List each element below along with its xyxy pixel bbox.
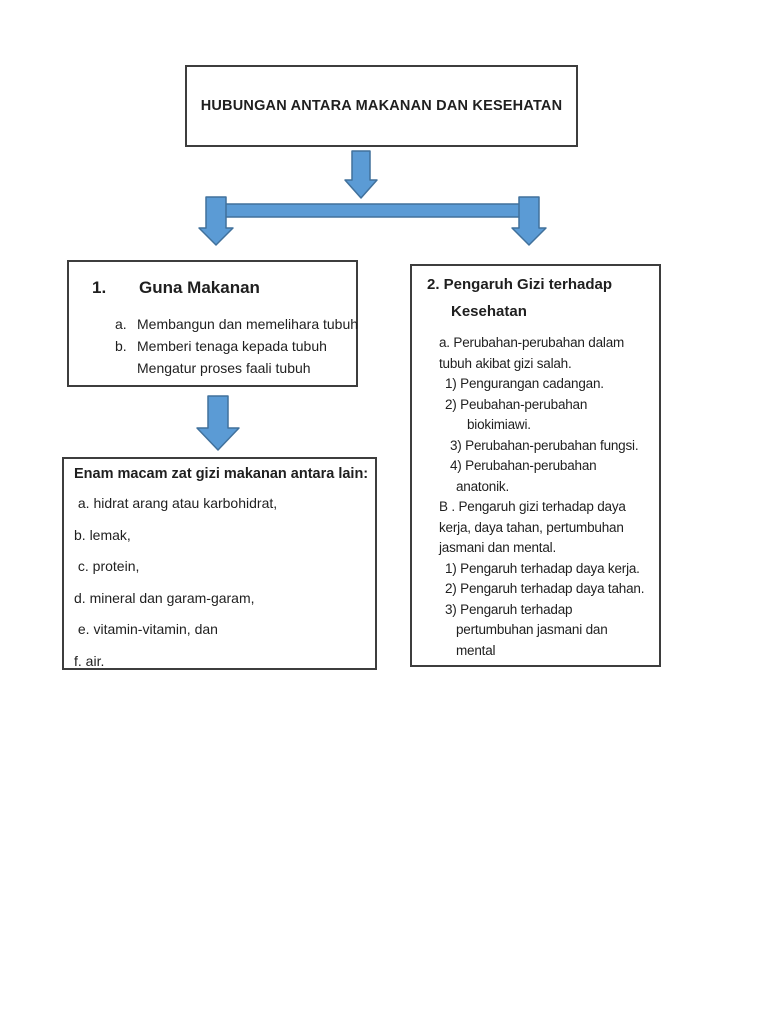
guna-makanan-list: a. Membangun dan memelihara tubuh b. Mem…: [115, 313, 359, 379]
body-line: pertumbuhan jasmani dan: [456, 622, 608, 637]
body-line: tubuh akibat gizi salah.: [439, 355, 572, 371]
body-line: 2) Peubahan-perubahan: [445, 396, 588, 412]
body-line: a. Perubahan-perubahan dalam: [439, 335, 625, 350]
body-line: jasmani dan mental.: [439, 540, 557, 555]
body-line: mental: [456, 642, 496, 658]
list-item: b. lemak,: [74, 526, 131, 543]
list-item: Mengatur proses faali tubuh: [137, 360, 311, 376]
pengaruh-gizi-heading: 2. Pengaruh Gizi terhadap Kesehatan: [412, 271, 659, 325]
body-line: 1) Pengurangan cadangan.: [445, 376, 604, 391]
list-item: a. hidrat arang atau karbohidrat,: [74, 495, 278, 511]
down-arrow-icon: [344, 150, 378, 199]
body-line: anatonik.: [456, 478, 509, 494]
body-line: kerja, daya tahan, pertumbuhan: [439, 519, 624, 535]
heading-line-2: Kesehatan: [451, 303, 527, 320]
list-item: c. protein,: [74, 558, 140, 574]
body-line: 2) Pengaruh terhadap daya tahan.: [445, 581, 645, 596]
body-line: 3) Perubahan-perubahan fungsi.: [450, 437, 639, 453]
guna-to-zat-arrow: [196, 395, 240, 451]
zat-gizi-box: Enam macam zat gizi makanan antara lain:…: [62, 457, 377, 670]
list-item: b. Memberi tenaga kepada tubuh: [115, 338, 327, 354]
list-item: f. air.: [74, 652, 105, 669]
guna-makanan-heading: 1. Guna Makanan: [92, 278, 356, 298]
body-line: 3) Pengaruh terhadap: [445, 601, 573, 617]
heading-label: Guna Makanan: [139, 278, 260, 297]
body-line: biokimiawi.: [467, 417, 531, 432]
guna-makanan-box: 1. Guna Makanan a. Membangun dan memelih…: [67, 260, 358, 387]
down-arrow-icon: [511, 196, 547, 246]
list-item: e. vitamin-vitamin, dan: [74, 621, 218, 637]
body-line: B . Pengaruh gizi terhadap daya: [439, 499, 626, 514]
down-arrow-icon: [198, 196, 234, 246]
body-line: 1) Pengaruh terhadap daya kerja.: [445, 560, 640, 576]
list-item: a. Membangun dan memelihara tubuh: [115, 316, 359, 332]
title-box: HUBUNGAN ANTARA MAKANAN DAN KESEHATAN: [185, 65, 578, 147]
heading-number: 1.: [92, 278, 107, 297]
pengaruh-gizi-box: 2. Pengaruh Gizi terhadap Kesehatan a. P…: [410, 264, 661, 667]
diagram-title: HUBUNGAN ANTARA MAKANAN DAN KESEHATAN: [200, 98, 563, 114]
flow-connector-arrows: [198, 150, 547, 246]
body-line: 4) Perubahan-perubahan: [450, 458, 597, 473]
heading-line-1: 2. Pengaruh Gizi terhadap: [427, 276, 613, 293]
zat-gizi-heading: Enam macam zat gizi makanan antara lain:: [74, 466, 369, 482]
pengaruh-gizi-body: a. Perubahan-perubahan dalam tubuh akiba…: [412, 333, 659, 661]
horizontal-bar-connector: [207, 203, 539, 218]
list-item: d. mineral dan garam-garam,: [74, 589, 255, 606]
down-arrow-icon: [196, 395, 240, 451]
zat-gizi-list: a. hidrat arang atau karbohidrat, b. lem…: [74, 488, 375, 677]
